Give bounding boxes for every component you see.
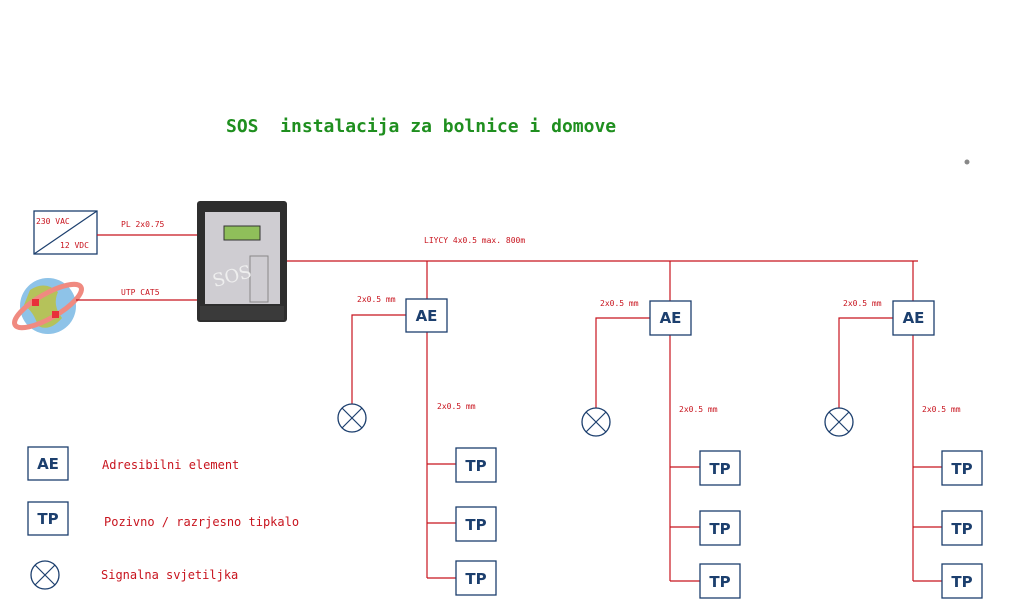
svg-text:TP: TP bbox=[465, 570, 486, 588]
bus-cable-label: LIYCY 4x0.5 max. 800m bbox=[424, 236, 525, 245]
tp-button: TP bbox=[455, 560, 497, 596]
legend-tp-label: Pozivno / razrjesno tipkalo bbox=[104, 515, 299, 529]
branch-3: 2x0.5 mm 2x0.5 mm AE TP TP TP bbox=[824, 261, 983, 599]
svg-text:TP: TP bbox=[465, 457, 486, 475]
tp-button: TP bbox=[455, 447, 497, 483]
lamp-cable-label: 2x0.5 mm bbox=[600, 299, 639, 308]
power-input-label: 230 VAC bbox=[36, 217, 70, 226]
legend-lamp-icon bbox=[30, 560, 60, 590]
power-supply: 230 VAC 12 VDC bbox=[33, 210, 98, 255]
svg-text:AE: AE bbox=[416, 307, 438, 325]
network-globe-icon bbox=[12, 278, 84, 334]
button-cable-label: 2x0.5 mm bbox=[679, 405, 718, 414]
ae-element: AE bbox=[892, 300, 935, 336]
tp-button: TP bbox=[941, 510, 983, 546]
button-cable-label: 2x0.5 mm bbox=[437, 402, 476, 411]
dot-marker bbox=[964, 159, 970, 165]
tp-button: TP bbox=[699, 563, 741, 599]
tp-button: TP bbox=[455, 506, 497, 542]
svg-text:TP: TP bbox=[709, 520, 730, 538]
ae-element: AE bbox=[649, 300, 692, 336]
power-output-label: 12 VDC bbox=[60, 241, 89, 250]
svg-text:TP: TP bbox=[37, 510, 58, 528]
svg-text:TP: TP bbox=[951, 460, 972, 478]
signal-lamp-icon bbox=[824, 407, 854, 437]
svg-text:TP: TP bbox=[951, 520, 972, 538]
lamp-cable-label: 2x0.5 mm bbox=[843, 299, 882, 308]
lamp-cable-label: 2x0.5 mm bbox=[357, 295, 396, 304]
tp-button: TP bbox=[941, 450, 983, 486]
branch-1: 2x0.5 mm 2x0.5 mm AE TP TP TP bbox=[337, 261, 497, 596]
diagram-title: SOS instalacija za bolnice i domove bbox=[226, 116, 616, 137]
branch-2: 2x0.5 mm 2x0.5 mm AE TP TP TP bbox=[581, 261, 741, 599]
power-cable-label: PL 2x0.75 bbox=[121, 220, 165, 229]
signal-lamp-icon bbox=[581, 407, 611, 437]
button-cable-label: 2x0.5 mm bbox=[922, 405, 961, 414]
tp-button: TP bbox=[941, 563, 983, 599]
svg-text:AE: AE bbox=[903, 309, 925, 327]
svg-text:AE: AE bbox=[37, 455, 59, 473]
svg-text:TP: TP bbox=[709, 573, 730, 591]
signal-lamp-icon bbox=[337, 403, 367, 433]
ae-element: AE bbox=[405, 298, 448, 333]
svg-text:AE: AE bbox=[660, 309, 682, 327]
legend-ae-label: Adresibilni element bbox=[102, 458, 239, 472]
sos-controller-unit: SOS bbox=[197, 201, 287, 322]
svg-text:TP: TP bbox=[951, 573, 972, 591]
tp-button: TP bbox=[699, 510, 741, 546]
legend-tp-symbol: TP bbox=[27, 501, 69, 536]
legend-ae-symbol: AE bbox=[27, 446, 69, 481]
network-cable-label: UTP CAT5 bbox=[121, 288, 160, 297]
legend: AE Adresibilni element TP Pozivno / razr… bbox=[27, 446, 299, 590]
legend-lamp-label: Signalna svjetiljka bbox=[101, 568, 238, 582]
tp-button: TP bbox=[699, 450, 741, 486]
svg-text:TP: TP bbox=[465, 516, 486, 534]
svg-text:TP: TP bbox=[709, 460, 730, 478]
